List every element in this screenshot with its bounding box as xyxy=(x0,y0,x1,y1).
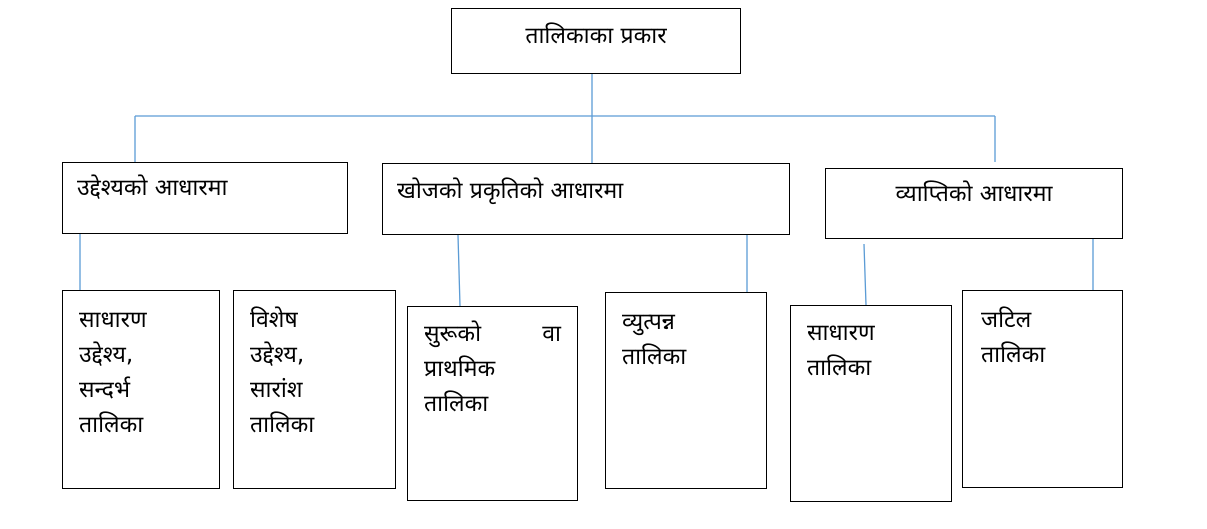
leaf-line: उद्देश्य, xyxy=(79,342,134,368)
leaf-line: तालिका xyxy=(807,355,872,381)
leaf-line: जटिल xyxy=(981,307,1032,333)
leaf-complex: जटिल तालिका xyxy=(962,290,1123,488)
category-nature-label: खोजको प्रकृतिको आधारमा xyxy=(397,178,624,204)
leaf-line: साधारण xyxy=(79,307,147,333)
leaf-line: सन्दर्भ xyxy=(79,377,131,403)
category-scope-label: व्याप्तिको आधारमा xyxy=(895,181,1053,207)
leaf-word: वा xyxy=(542,321,561,347)
leaf-line: विशेष xyxy=(250,307,298,333)
category-scope: व्याप्तिको आधारमा xyxy=(825,168,1123,239)
leaf-simple: साधारण तालिका xyxy=(790,305,952,502)
leaf-word: सुरूको xyxy=(424,321,482,347)
leaf-line: तालिका xyxy=(981,342,1046,368)
leaf-line: तालिका xyxy=(79,412,144,438)
leaf-line-spread: सुरूको वा xyxy=(424,317,561,352)
leaf-line: तालिका xyxy=(250,412,315,438)
leaf-line: प्राथमिक xyxy=(424,356,496,382)
leaf-line: व्युत्पन्न xyxy=(622,309,675,335)
leaf-line: तालिका xyxy=(622,344,687,370)
connector-scope-leaf-left xyxy=(863,243,867,306)
category-purpose-label: उद्देश्यको आधारमा xyxy=(77,175,228,201)
leaf-derived: व्युत्पन्न तालिका xyxy=(605,292,767,489)
leaf-line: साधारण xyxy=(807,320,875,346)
leaf-general-purpose: साधारण उद्देश्य, सन्दर्भ तालिका xyxy=(62,290,220,489)
root-node: तालिकाका प्रकार xyxy=(451,8,741,74)
leaf-line: सारांश xyxy=(250,377,303,403)
root-label: तालिकाका प्रकार xyxy=(525,23,667,49)
leaf-primary: सुरूको वा प्राथमिक तालिका xyxy=(407,306,578,501)
connector-nature-leaf-left xyxy=(457,234,461,307)
leaf-special-purpose: विशेष उद्देश्य, सारांश तालिका xyxy=(233,290,396,489)
category-purpose: उद्देश्यको आधारमा xyxy=(62,162,348,234)
leaf-line: तालिका xyxy=(424,391,489,417)
leaf-line: उद्देश्य, xyxy=(250,342,305,368)
category-nature: खोजको प्रकृतिको आधारमा xyxy=(382,163,790,235)
